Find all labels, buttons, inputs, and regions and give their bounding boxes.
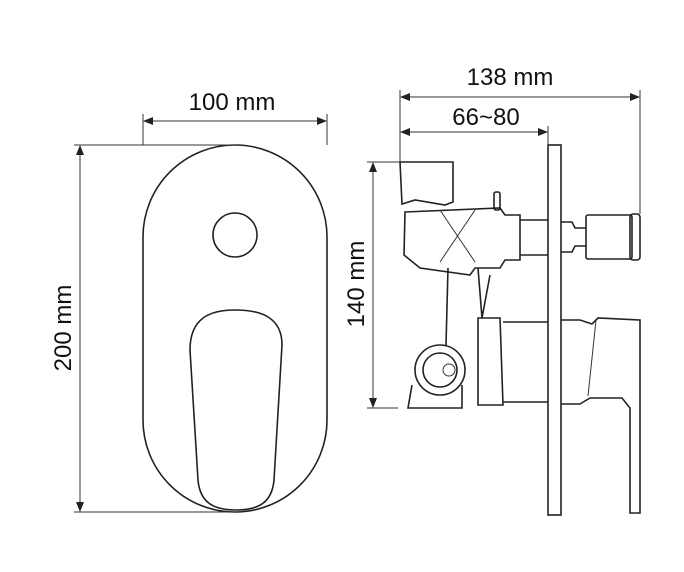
dimension-label-200: 200 mm [50,285,77,372]
diverter-knob-side [585,214,633,260]
diverter-stem [561,221,586,253]
diverter-knob [212,212,258,258]
lever-handle-side [561,317,641,514]
dimension-height-front: 200 mm [50,144,235,513]
valve-top-box [399,161,454,206]
dimension-depth-total: 138 mm [399,64,641,214]
dimension-depth-range: 66~80 [400,104,549,145]
lever-handle-front [189,309,283,511]
wall-plate [547,144,562,516]
inlet-circle-inner [422,352,458,388]
mixer-body [477,317,548,406]
side-view [399,144,641,516]
dimension-label-66-80: 66~80 [452,104,519,131]
cover-plate-outline [142,144,328,513]
dimension-body-height: 140 mm [343,161,400,409]
front-view [142,144,328,513]
inlet-base [407,384,463,409]
valve-body [403,207,521,276]
dimension-label-138: 138 mm [467,64,554,91]
dimension-label-100: 100 mm [189,89,276,116]
inlet-circle-outer [414,344,466,396]
dimension-label-140: 140 mm [343,241,370,328]
supply-pipe [445,267,491,346]
dimension-width-front: 100 mm [142,89,328,145]
